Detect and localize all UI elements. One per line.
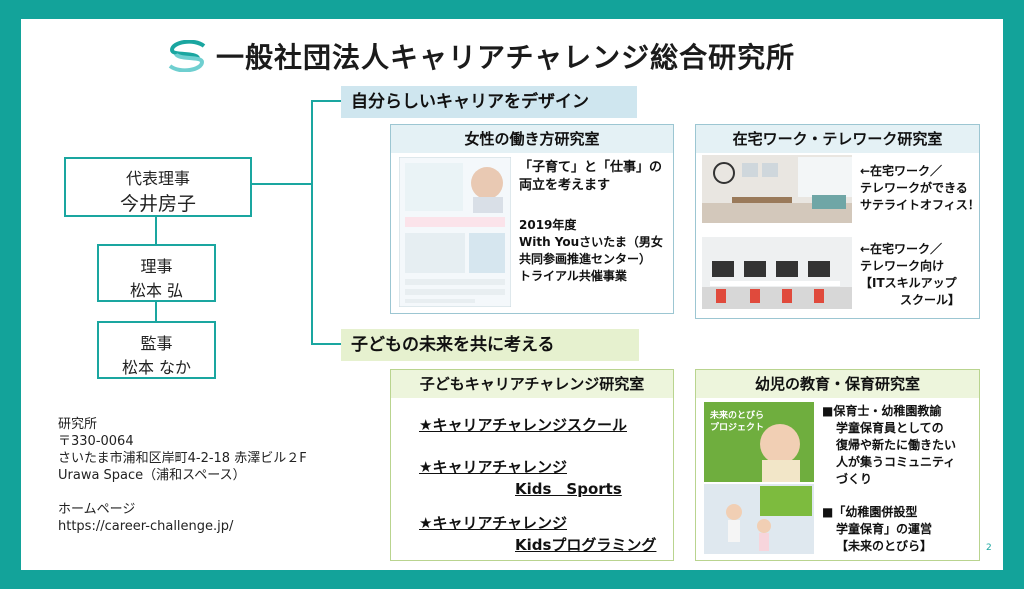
auditor-role: 監事	[140, 334, 173, 353]
event-flyer-image	[399, 157, 511, 307]
telework-item2-line1: ←在宅ワーク／	[860, 242, 943, 256]
contact-space: Urawa Space（浦和スペース）	[58, 468, 246, 483]
director-role: 理事	[140, 257, 173, 276]
telework-item1-line3: サテライトオフィス！	[860, 198, 980, 212]
career-design-band: 自分らしいキャリアをデザイン	[341, 86, 637, 118]
kids-programming-link-line1[interactable]: ★キャリアチャレンジ	[419, 514, 567, 532]
rep-name: 今井房子	[119, 193, 196, 215]
connector-rep-branch	[250, 183, 312, 185]
connector-branch-vertical	[311, 100, 313, 344]
connector-branch-bottom	[311, 343, 341, 345]
auditor-box: 監事 松本 なか	[97, 321, 216, 379]
women-detail-4: トライアル共催事業	[519, 269, 627, 283]
infant-bullet1-line3: 復帰や新たに働きたい	[836, 438, 957, 452]
infant-bullet1-line2: 学童保育員としての	[836, 421, 944, 435]
auditor-name: 松本 なか	[121, 358, 192, 377]
director-box: 理事 松本 弘	[97, 244, 216, 302]
page-title: 一般社団法人キャリアチャレンジ総合研究所	[216, 41, 796, 74]
women-detail-3: 共同参画推進センター）	[519, 252, 652, 266]
director-name: 松本 弘	[129, 281, 184, 300]
infant-bullet2-line2: 学童保育」の運営	[836, 522, 933, 536]
rep-director-box: 代表理事 今井房子	[64, 157, 252, 217]
telework-title: 在宅ワーク・テレワーク研究室	[696, 125, 979, 153]
homepage-label: ホームページ	[58, 502, 136, 517]
infant-bullet1-line4: 人が集うコミュニティ	[836, 455, 956, 469]
women-desc-2: 両立を考えます	[519, 178, 611, 193]
children-future-band: 子どもの未来を共に考える	[341, 329, 639, 361]
infant-bullet2-line3: 【未来のとびら】	[836, 539, 933, 553]
women-detail-2: With Youさいたま（男女	[519, 235, 663, 249]
rep-role: 代表理事	[125, 169, 190, 188]
connector-branch-top	[311, 100, 341, 102]
telework-panel: 在宅ワーク・テレワーク研究室 ←在宅ワーク／ テレワークができる サテライトオフ…	[695, 124, 980, 319]
women-detail-year: 2019年度	[519, 218, 577, 232]
telework-item1-line1: ←在宅ワーク／	[860, 164, 943, 178]
infant-bullet1-line1: ■保育士・幼稚園教諭	[822, 404, 942, 418]
page-number: 2	[986, 543, 992, 553]
homepage-url[interactable]: https://career-challenge.jp/	[58, 519, 234, 534]
photo-caption-2: プロジェクト	[710, 423, 765, 433]
mirai-tobira-photo	[704, 402, 814, 554]
women-work-panel: 女性の働き方研究室 「子育て」と「仕事」の 両立を考えます 2019年度 Wit…	[390, 124, 674, 314]
infant-education-title: 幼児の教育・保育研究室	[696, 370, 979, 398]
infant-bullet1-line5: づくり	[836, 472, 873, 486]
contact-label: 研究所	[58, 417, 98, 432]
women-work-title: 女性の働き方研究室	[391, 125, 673, 153]
women-desc-1: 「子育て」と「仕事」の	[519, 160, 663, 175]
kids-sports-link-line1[interactable]: ★キャリアチャレンジ	[419, 458, 567, 476]
connector-director-auditor	[155, 300, 157, 321]
photo-caption-1: 未来のとびら	[710, 411, 765, 421]
contact-postal: 〒330-0064	[58, 434, 134, 449]
kids-career-title: 子どもキャリアチャレンジ研究室	[391, 370, 673, 398]
career-challenge-school-link[interactable]: ★キャリアチャレンジスクール	[419, 416, 627, 434]
contact-address: さいたま市浦和区岸町4-2-18 赤澤ビル２F	[58, 451, 307, 466]
it-school-photo	[702, 237, 852, 309]
telework-item2-line3: 【ITスキルアップ	[860, 276, 957, 290]
logo-icon	[168, 40, 206, 72]
telework-item1-line2: テレワークができる	[860, 181, 968, 195]
kids-sports-link-line2[interactable]: Kids Sports	[515, 480, 622, 498]
infant-education-panel: 幼児の教育・保育研究室 未来のとびら プロジェクト ■保育士・幼稚園教諭 学童保…	[695, 369, 980, 561]
infant-bullet2-line1: ■「幼稚園併設型	[822, 505, 918, 519]
telework-item2-line2: テレワーク向け	[860, 259, 945, 273]
satellite-office-photo	[702, 155, 852, 223]
connector-rep-director	[155, 215, 157, 244]
kids-programming-link-line2[interactable]: Kidsプログラミング	[515, 536, 657, 554]
telework-item2-line4: スクール】	[900, 293, 961, 307]
kids-career-panel: 子どもキャリアチャレンジ研究室 ★キャリアチャレンジスクール ★キャリアチャレン…	[390, 369, 674, 561]
